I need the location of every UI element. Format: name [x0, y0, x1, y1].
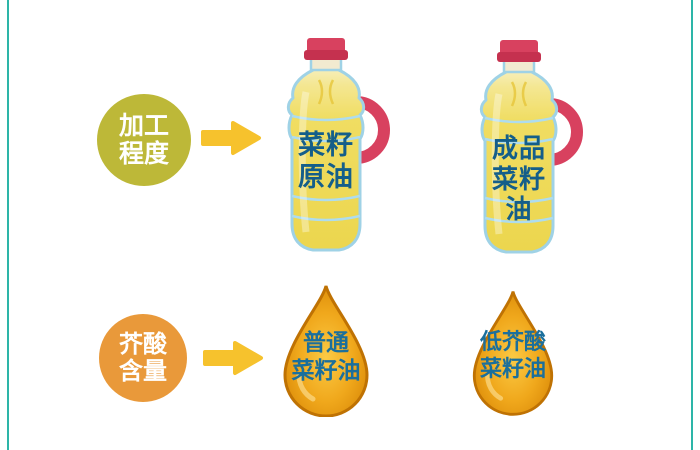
oil-droplet-icon	[283, 285, 369, 417]
label-line: 菜籽油	[479, 356, 546, 382]
regular-rapeseed-oil-droplet: 普通 菜籽油	[272, 283, 380, 417]
oil-bottle-icon	[286, 38, 390, 252]
finished-rapeseed-oil-bottle: 成品 菜籽 油	[452, 38, 586, 264]
label-line: 菜籽	[491, 164, 546, 195]
low-erucic-rapeseed-oil-droplet: 低芥酸 菜籽油	[462, 288, 564, 416]
label-line: 菜籽	[298, 130, 354, 161]
oil-bottle-icon	[479, 40, 583, 254]
badge-line: 加工	[118, 111, 169, 140]
processing-degree-badge: 加工 程度	[97, 94, 191, 186]
bottle-label: 成品 菜籽 油	[452, 134, 586, 226]
label-line: 低芥酸	[479, 330, 546, 355]
arrow-right-icon	[203, 339, 265, 377]
crude-rapeseed-oil-bottle: 菜籽 原油	[259, 36, 393, 262]
badge-line: 含量	[119, 357, 167, 385]
arrow-right-icon	[201, 119, 263, 157]
label-line: 油	[505, 195, 533, 226]
bottle-label: 菜籽 原油	[259, 130, 393, 194]
badge-line: 程度	[118, 139, 169, 168]
badge-line: 芥酸	[119, 330, 167, 359]
erucic-acid-content-badge: 芥酸 含量	[99, 314, 187, 402]
label-line: 成品	[491, 134, 546, 164]
oil-droplet-icon	[472, 291, 554, 416]
label-line: 菜籽油	[291, 358, 361, 385]
droplet-label: 普通 菜籽油	[258, 329, 394, 385]
right-border-line	[691, 0, 693, 450]
droplet-label: 低芥酸 菜籽油	[448, 330, 578, 384]
label-line: 普通	[303, 330, 349, 356]
label-line: 原油	[298, 161, 354, 193]
left-border-line	[7, 0, 9, 450]
